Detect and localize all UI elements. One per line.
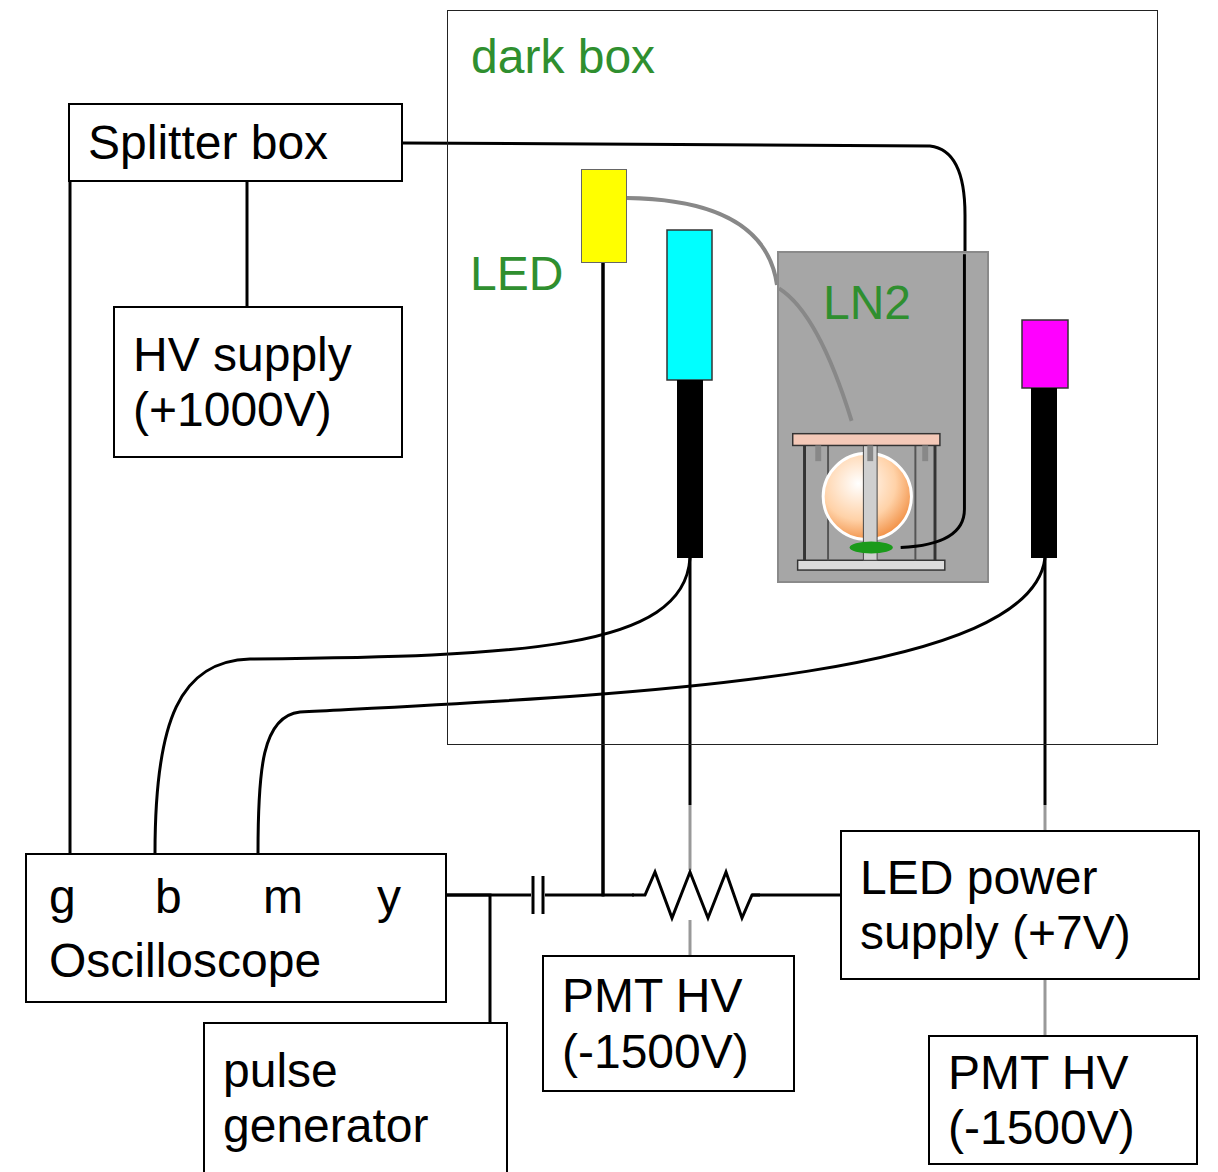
pmt-hv-cable xyxy=(689,558,692,805)
node-label: dark box xyxy=(471,29,655,84)
ln2-dewar: LN2 xyxy=(777,251,989,583)
pmt-hv-box: PMT HV (-1500V) xyxy=(542,955,795,1092)
wire-connector xyxy=(246,182,249,306)
node-label: PMT HV (-1500V) xyxy=(948,1045,1178,1155)
screw xyxy=(867,445,873,461)
support-rod xyxy=(803,445,806,560)
oscilloscope-box: g b m yOscilloscope xyxy=(25,853,447,1003)
node-label: Splitter box xyxy=(88,115,328,170)
node-label: LN2 xyxy=(823,275,911,330)
node-label: Oscilloscope xyxy=(49,933,321,988)
wire-connector xyxy=(447,895,490,1022)
node-label: m xyxy=(263,869,303,924)
support-rod xyxy=(914,445,916,560)
node-label: PMT HV (-1500V) xyxy=(562,968,775,1078)
led-power-box: LED power supply (+7V) xyxy=(840,830,1200,980)
led-box: LED xyxy=(581,169,627,263)
dark-box: dark boxLED LN2 xyxy=(447,10,1158,745)
node-label: LED xyxy=(470,246,563,301)
screw xyxy=(922,445,928,461)
node-label: pulse generator xyxy=(223,1043,488,1153)
node-label: LED power supply (+7V) xyxy=(860,850,1180,960)
pmt-hv-cable xyxy=(1044,558,1047,805)
wire-connector xyxy=(447,263,603,895)
wire-connector xyxy=(69,182,72,853)
pmt-body xyxy=(677,380,703,558)
top-plate xyxy=(793,434,940,446)
pmt-signal-cable xyxy=(258,558,1045,853)
node-label: b xyxy=(155,869,182,924)
pmt-window xyxy=(667,230,712,380)
pmt-hv-box: PMT HV (-1500V) xyxy=(928,1035,1198,1165)
capacitor-symbol xyxy=(532,876,535,914)
node-label: y xyxy=(377,869,401,924)
hv-supply-box: HV supply (+1000V) xyxy=(113,306,403,458)
base-plate xyxy=(798,560,945,570)
pmt-body xyxy=(1031,388,1057,558)
node-label: g xyxy=(49,869,76,924)
splitter-box: Splitter box xyxy=(68,103,403,182)
capacitor-symbol xyxy=(542,876,545,914)
screw xyxy=(815,445,821,461)
pulse-generator-box: pulse generator xyxy=(203,1022,508,1172)
sensor-disk xyxy=(850,542,893,554)
resistor-symbol xyxy=(632,872,760,918)
pmt-window xyxy=(1022,320,1068,388)
node-label: HV supply (+1000V) xyxy=(133,327,383,437)
